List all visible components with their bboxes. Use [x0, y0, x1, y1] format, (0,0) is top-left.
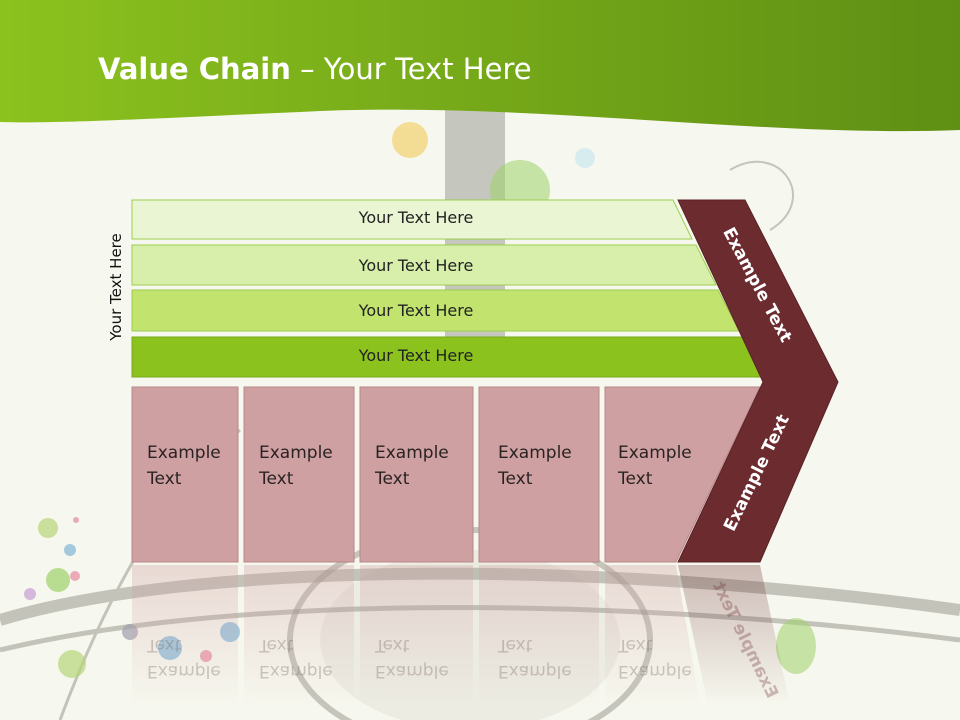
activity-reflection-4: Example Text [498, 632, 572, 684]
primary-activity-boxes [131, 386, 761, 563]
slide-title: Value Chain – Your Text Here [98, 52, 532, 86]
slide-title-bold: Value Chain [98, 52, 291, 86]
reflection-5-line-2: Text [618, 635, 653, 655]
activity-reflection-2: Example Text [259, 632, 333, 684]
activity-2-line-1: Example [259, 443, 333, 463]
stripe-2 [131, 244, 717, 286]
reflection-3-line-1: Example [375, 661, 449, 681]
header-banner [0, 0, 960, 132]
activity-text-5: Example Text [618, 440, 692, 492]
reflection-4-line-1: Example [498, 661, 572, 681]
box-reflections [132, 565, 790, 705]
activity-box-2 [243, 386, 355, 563]
reflection-4-line-2: Text [498, 635, 533, 655]
activity-1-line-2: Text [147, 469, 182, 489]
activity-box-4 [478, 386, 600, 563]
reflection-2-line-2: Text [259, 635, 294, 655]
activity-text-3: Example Text [375, 440, 449, 492]
side-vertical-label: Your Text Here [107, 233, 125, 341]
slide-title-rest: – Your Text Here [290, 52, 532, 86]
activity-2-line-2: Text [259, 469, 294, 489]
activity-box-1 [131, 386, 239, 563]
stripe-label-2: Your Text Here [358, 256, 474, 275]
activity-box-3 [359, 386, 474, 563]
activity-text-2: Example Text [259, 440, 333, 492]
activity-text-4: Example Text [498, 440, 572, 492]
stripe-label-4: Your Text Here [358, 346, 474, 365]
activity-3-line-1: Example [375, 443, 449, 463]
reflection-1-line-1: Example [147, 661, 221, 681]
leaf-decoration [776, 618, 816, 674]
margin-chevron-arrow [677, 199, 839, 563]
activity-5-line-2: Text [618, 469, 653, 489]
activity-4-line-2: Text [498, 469, 533, 489]
activity-reflection-3: Example Text [375, 632, 449, 684]
activity-reflection-1: Example Text [147, 632, 221, 684]
reflection-1-line-2: Text [147, 635, 182, 655]
activity-4-line-1: Example [498, 443, 572, 463]
reflection-5-line-1: Example [618, 661, 692, 681]
stripe-1 [131, 199, 693, 240]
support-activity-stripes [131, 199, 764, 378]
activity-5-line-1: Example [618, 443, 692, 463]
reflection-3-line-2: Text [375, 635, 410, 655]
activity-text-1: Example Text [147, 440, 221, 492]
activity-1-line-1: Example [147, 443, 221, 463]
stripe-label-1: Your Text Here [358, 208, 474, 227]
activity-3-line-2: Text [375, 469, 410, 489]
stripe-label-3: Your Text Here [358, 301, 474, 320]
reflection-2-line-1: Example [259, 661, 333, 681]
activity-box-5 [604, 386, 761, 563]
activity-reflection-5: Example Text [618, 632, 692, 684]
